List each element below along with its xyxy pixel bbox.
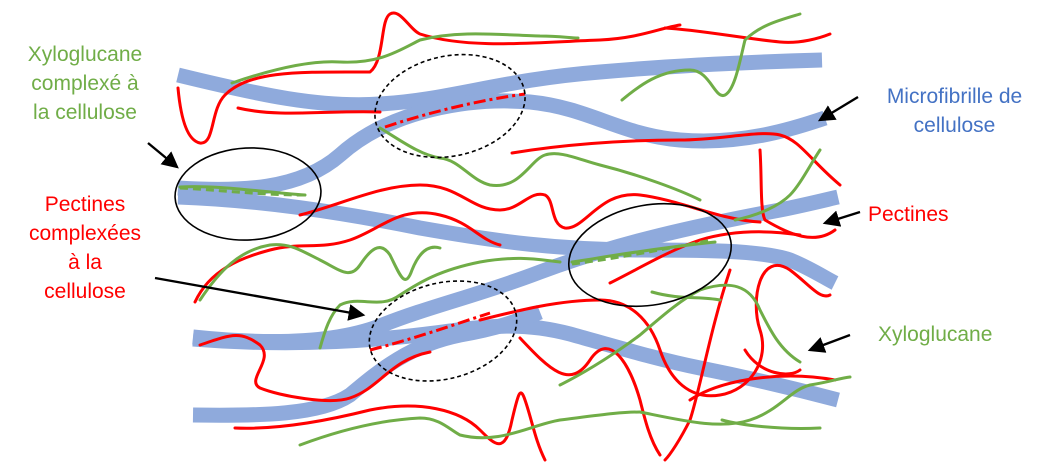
label-line: complexées (28, 222, 142, 245)
microfibril-2 (177, 93, 828, 197)
annotation-arrows (147, 95, 861, 353)
pectin-strand (663, 268, 732, 462)
xyloglucan-strand (198, 243, 442, 302)
pectin-strand (478, 264, 832, 398)
label-line: Xyloglucane (27, 43, 143, 66)
arrow-to-xyloglucan (807, 333, 851, 353)
microfibril-6 (192, 305, 543, 423)
xyloglucan-strand (620, 12, 802, 102)
label-line: Pectines (44, 193, 126, 216)
complexed-segments (179, 92, 713, 352)
pectin-strand (198, 334, 432, 402)
arrow-to-xyloglucan-complex (147, 142, 179, 169)
label-pectins-complexed: Pectines complexées à la cellulose (5, 190, 165, 306)
ellipse-xyloglucan-complex (567, 202, 733, 308)
pectin-strand (743, 348, 802, 376)
microfibril-5 (192, 318, 840, 408)
pectin-strand (176, 11, 682, 145)
label-line: cellulose (913, 114, 996, 137)
xyloglucan-complexed-dashed (179, 186, 306, 197)
xyloglucan-strand (720, 418, 822, 430)
pectin-strand (688, 374, 837, 402)
label-pectins: Pectines (868, 200, 1018, 229)
arrow-to-pectins (822, 210, 861, 227)
ellipse-pectin-complex-dashed (368, 280, 518, 382)
microfibril-1 (176, 52, 823, 113)
label-line: la cellulose (33, 101, 137, 124)
label-xyloglucan: Xyloglucane (878, 320, 1038, 349)
pectin-complexed-dashdot (384, 92, 526, 129)
pectin-complexed-dashdot (369, 311, 491, 352)
xyloglucan-strand (230, 32, 580, 85)
pectin-strand (663, 26, 832, 44)
arrow-to-pectin-complex (154, 276, 366, 321)
label-line: complexé à (31, 72, 139, 95)
label-line: Xyloglucane (878, 323, 993, 346)
pectin-strand (510, 132, 842, 187)
pectin-strand (298, 183, 762, 230)
label-microfibril: Microfibrille de cellulose (862, 82, 1047, 140)
arrow-to-microfibril (817, 95, 859, 122)
pectin-strands (176, 11, 842, 462)
xyloglucan-strand (733, 148, 822, 222)
ellipse-pectin-complex-dashed (374, 53, 526, 159)
label-line: Pectines (868, 203, 949, 226)
highlight-ellipses (174, 53, 733, 382)
pectin-strand (518, 336, 662, 457)
xyloglucan-complexed-dashed (571, 238, 713, 266)
pectin-strand (233, 391, 547, 462)
pectin-strand (236, 106, 382, 115)
ellipse-xyloglucan-complex (174, 147, 322, 241)
pectin-strand (193, 211, 502, 304)
xyloglucan-strand (638, 375, 852, 426)
label-line: cellulose (44, 280, 126, 303)
xyloglucan-strand (650, 290, 722, 302)
label-line: à la (68, 251, 102, 274)
xyloglucan-strand (298, 410, 642, 447)
pectin-strand (608, 230, 802, 285)
label-line: Microfibrille de (886, 85, 1023, 108)
pectin-strand (758, 148, 837, 239)
label-xyloglucan-complexed: Xyloglucane complexé à la cellulose (5, 40, 165, 127)
